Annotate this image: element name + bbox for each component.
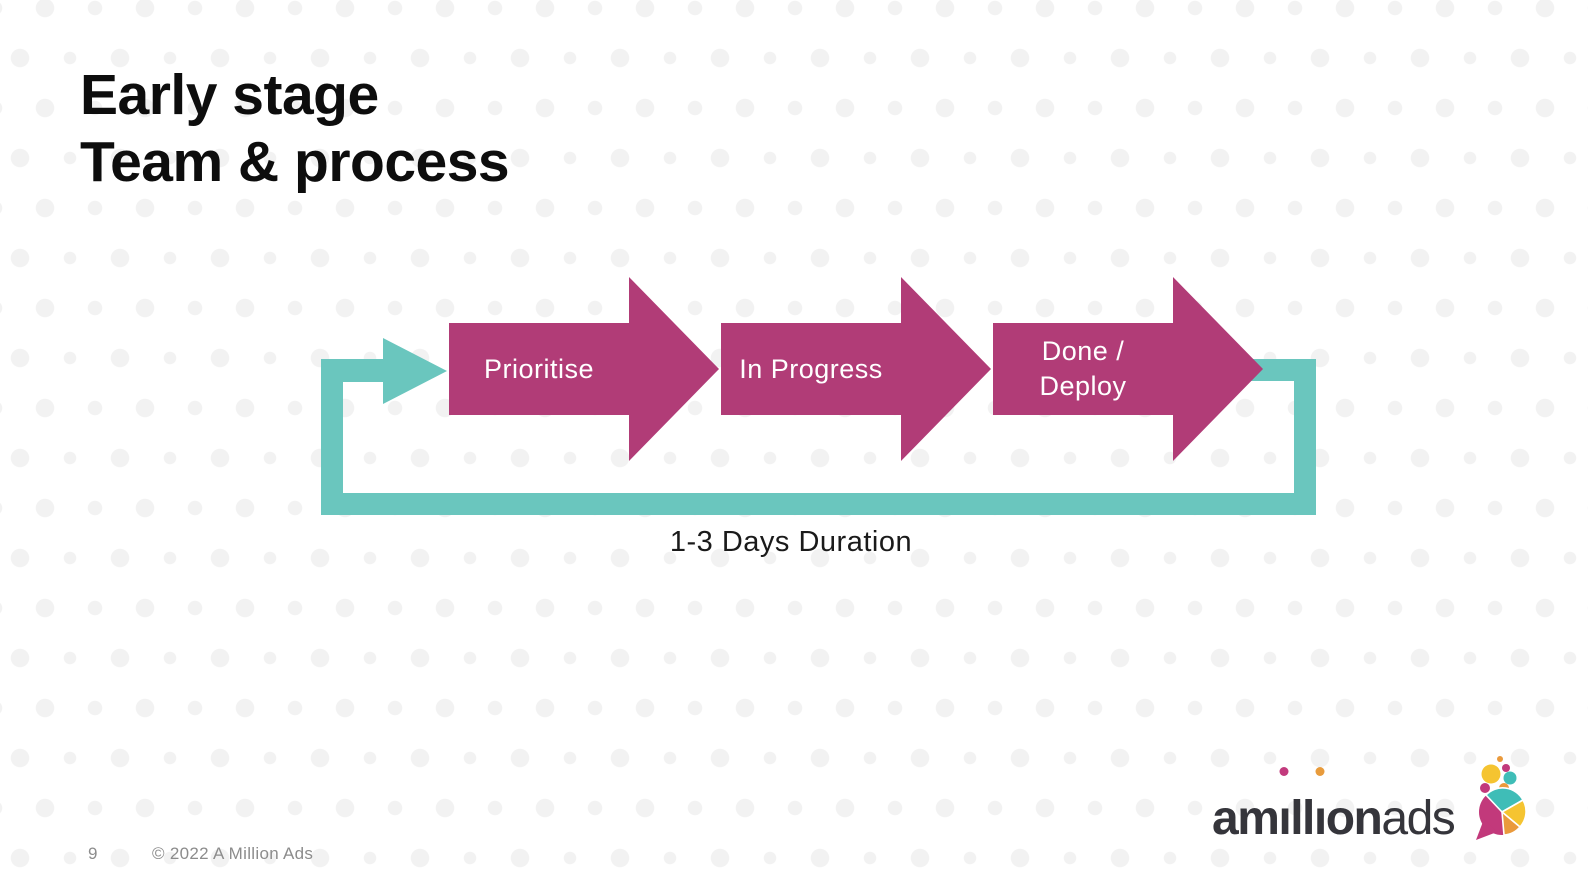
- page-title: Early stage Team & process: [80, 62, 510, 196]
- process-step-arrow-in-progress: In Progress: [721, 277, 991, 461]
- process-step-label: In Progress: [739, 353, 883, 384]
- logo-dotted-i-orange: ı: [1313, 792, 1327, 845]
- logo-text-part: am: [1212, 792, 1280, 845]
- logo-wordmark: amıllıonads: [1212, 792, 1456, 845]
- logo-dotted-i-pink: ı: [1278, 792, 1291, 845]
- loop-arrow-left-segment: [321, 359, 343, 515]
- logo-text-part: on: [1325, 792, 1383, 845]
- process-step-arrow-done-deploy: Done / Deploy: [993, 277, 1263, 461]
- loop-arrow-shaft: [321, 359, 384, 382]
- logo-text-part: ll: [1290, 792, 1315, 845]
- process-step-label: Done / Deploy: [1039, 336, 1127, 401]
- loop-arrowhead-icon: [383, 338, 447, 404]
- loop-arrow-right-segment: [1294, 359, 1316, 515]
- page-title-line2: Team & process: [80, 130, 510, 194]
- page-number: 9: [88, 844, 98, 863]
- copyright-text: © 2022 A Million Ads: [152, 844, 314, 863]
- loop-arrow-top-right-segment: [1250, 359, 1316, 381]
- process-step-label: Prioritise: [483, 353, 595, 384]
- page-title-line1: Early stage: [80, 63, 379, 127]
- loop-arrow-bottom-segment: [321, 493, 1316, 515]
- duration-label: 1-3 Days Duration: [669, 526, 913, 558]
- logo-icon: [1476, 756, 1527, 840]
- process-step-arrow-prioritise: Prioritise: [449, 277, 719, 461]
- logo-text-part: ads: [1381, 792, 1455, 845]
